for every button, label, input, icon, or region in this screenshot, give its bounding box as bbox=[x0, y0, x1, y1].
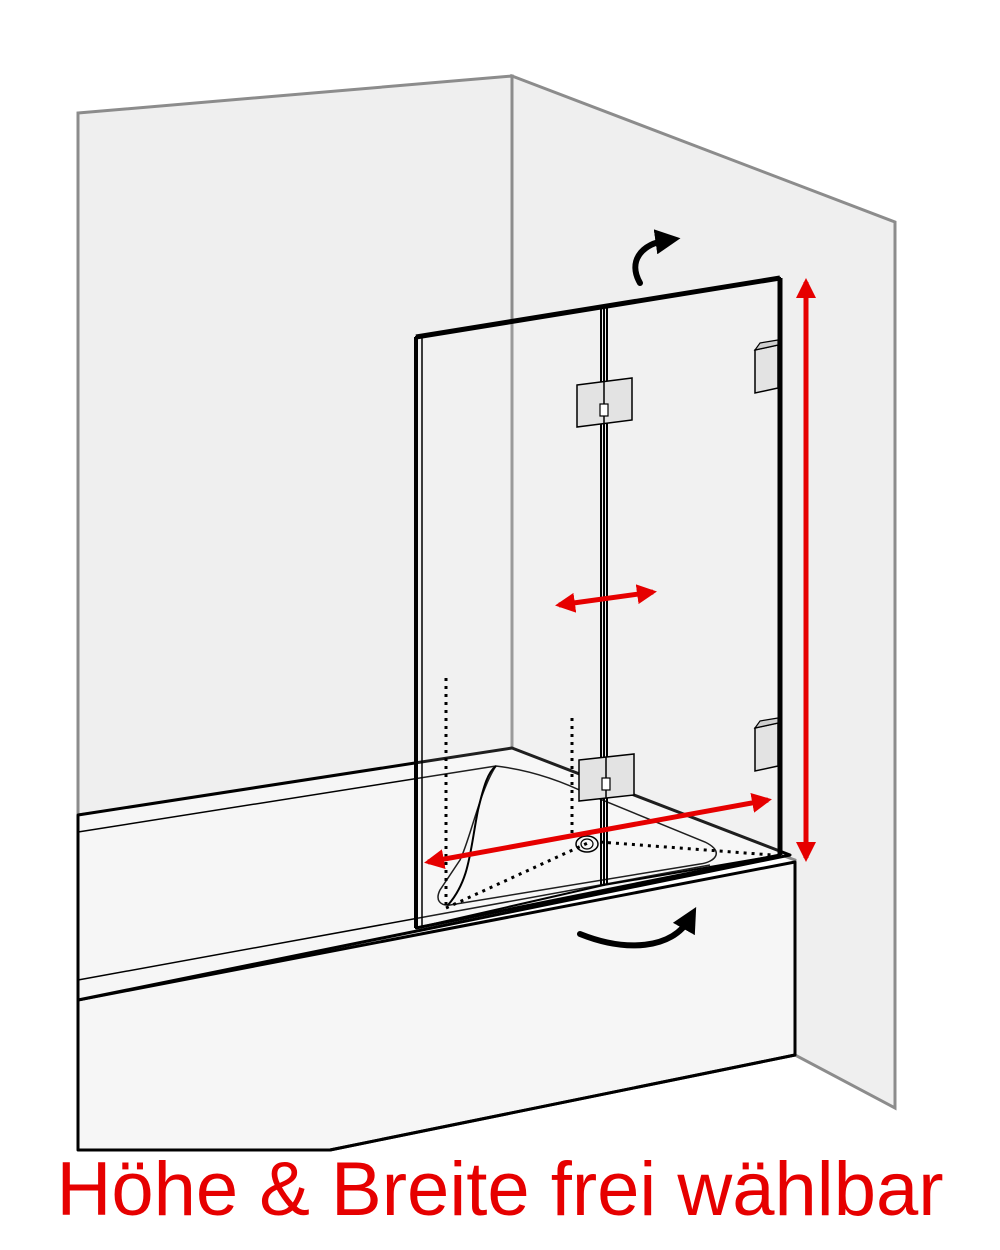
bathtub-rim-inner-back bbox=[77, 765, 497, 833]
fold-gap-arrow bbox=[555, 584, 657, 613]
wall-hinge-bottom bbox=[753, 717, 779, 772]
swing-bottom-arrow bbox=[577, 907, 697, 949]
fold-hinge-top bbox=[576, 377, 633, 428]
swing-top-arrow bbox=[632, 229, 681, 286]
fold-hinge-bottom bbox=[578, 753, 635, 802]
width-dimension-arrow bbox=[424, 793, 772, 869]
bathtub-front-edge bbox=[329, 1053, 796, 1152]
swing-dotted-diagonal bbox=[445, 840, 591, 910]
caption-text: Höhe & Breite frei wählbar bbox=[56, 1147, 944, 1232]
wall-hinge-top bbox=[753, 339, 779, 394]
screen-top-edge bbox=[415, 275, 781, 340]
